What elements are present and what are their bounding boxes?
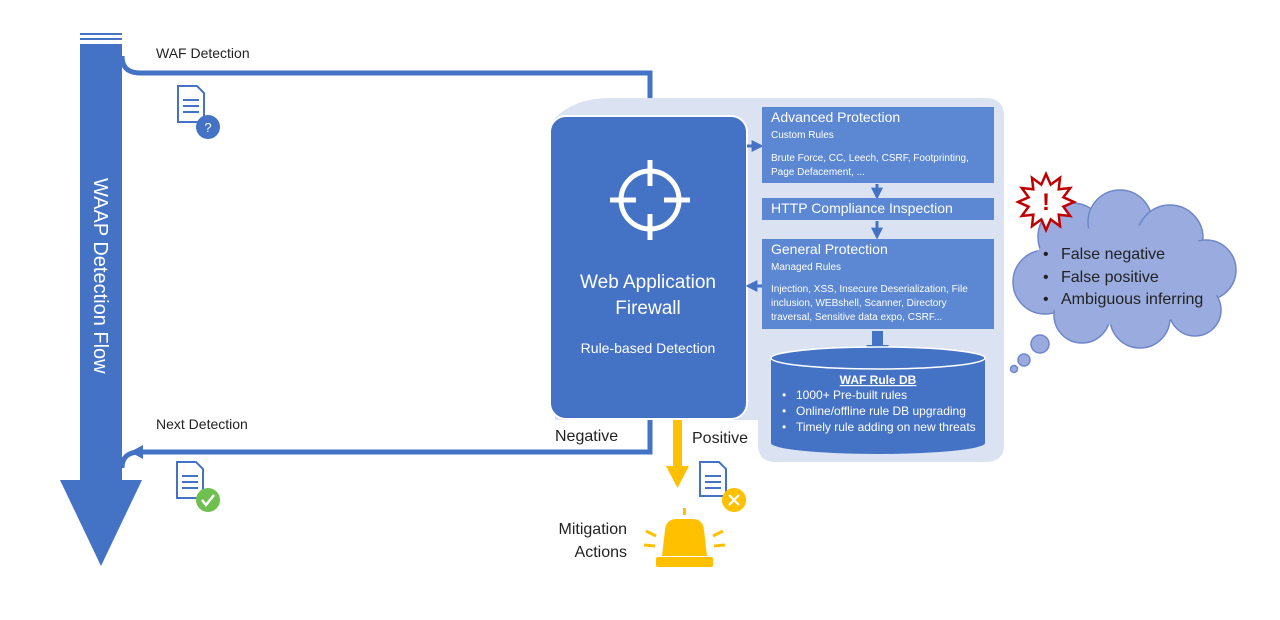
http-title: HTTP Compliance Inspection xyxy=(771,200,953,216)
svg-text:•: • xyxy=(782,420,786,434)
svg-text:?: ? xyxy=(204,120,211,135)
ruledb-title: WAF Rule DB xyxy=(840,373,917,387)
document-question-icon: ? xyxy=(177,85,220,139)
issue-2: False positive xyxy=(1061,269,1159,286)
http-compliance-box[interactable]: HTTP Compliance Inspection xyxy=(762,198,994,220)
waf-title-line-2: Firewall xyxy=(615,298,680,319)
waap-flow-arrow: WAAP Detection Flow xyxy=(60,33,142,566)
mitigation-line-2: Actions xyxy=(575,544,627,561)
issue-1: False negative xyxy=(1061,246,1165,263)
mitigation-line-1: Mitigation xyxy=(559,521,627,538)
svg-text:!: ! xyxy=(1042,189,1050,216)
svg-text:•: • xyxy=(1043,246,1049,263)
crosshair-icon xyxy=(610,160,690,240)
advanced-title: Advanced Protection xyxy=(771,109,900,125)
advanced-line-1: Brute Force, CC, Leech, CSRF, Footprinti… xyxy=(771,153,969,164)
document-check-icon xyxy=(176,461,220,512)
advanced-subtitle: Custom Rules xyxy=(771,130,834,141)
siren-icon xyxy=(643,508,726,567)
svg-text:•: • xyxy=(1043,291,1049,308)
ruledb-bullet-2: Online/offline rule DB upgrading xyxy=(796,404,966,418)
next-detection-arrowhead xyxy=(130,445,143,459)
waf-subtitle: Rule-based Detection xyxy=(581,340,716,356)
issue-3: Ambiguous inferring xyxy=(1061,291,1203,308)
positive-label: Positive xyxy=(692,430,748,447)
general-line-2: inclusion, WEBshell, Scanner, Directory xyxy=(771,298,947,309)
general-subtitle: Managed Rules xyxy=(771,262,841,273)
ruledb-bullet-3: Timely rule adding on new threats xyxy=(796,420,976,434)
ruledb-bullet-1: 1000+ Pre-built rules xyxy=(796,388,907,402)
next-detection-label: Next Detection xyxy=(156,416,248,432)
waf-detection-connector xyxy=(119,55,653,108)
general-line-3: traversal, Sensitive data expo, CSRF... xyxy=(771,312,942,323)
svg-text:•: • xyxy=(1043,269,1049,286)
negative-label: Negative xyxy=(555,428,618,445)
general-title: General Protection xyxy=(771,241,888,257)
svg-text:•: • xyxy=(782,388,786,402)
document-cross-icon xyxy=(699,461,746,512)
general-protection-box[interactable]: General Protection Managed Rules Injecti… xyxy=(762,239,994,329)
waf-title-line-1: Web Application xyxy=(580,272,716,293)
exclamation-burst-icon: ! xyxy=(1014,170,1078,234)
positive-arrow xyxy=(666,420,689,488)
advanced-protection-box[interactable]: Advanced Protection Custom Rules Brute F… xyxy=(762,107,994,183)
waf-rule-db[interactable]: WAF Rule DB • 1000+ Pre-built rules • On… xyxy=(770,346,986,454)
general-line-1: Injection, XSS, Insecure Deserialization… xyxy=(771,284,968,295)
waf-box[interactable]: Web Application Firewall Rule-based Dete… xyxy=(549,115,748,420)
waf-detection-label: WAF Detection xyxy=(156,45,250,61)
advanced-line-2: Page Defacement, ... xyxy=(771,167,865,178)
svg-text:•: • xyxy=(782,404,786,418)
flow-label: WAAP Detection Flow xyxy=(89,178,111,374)
